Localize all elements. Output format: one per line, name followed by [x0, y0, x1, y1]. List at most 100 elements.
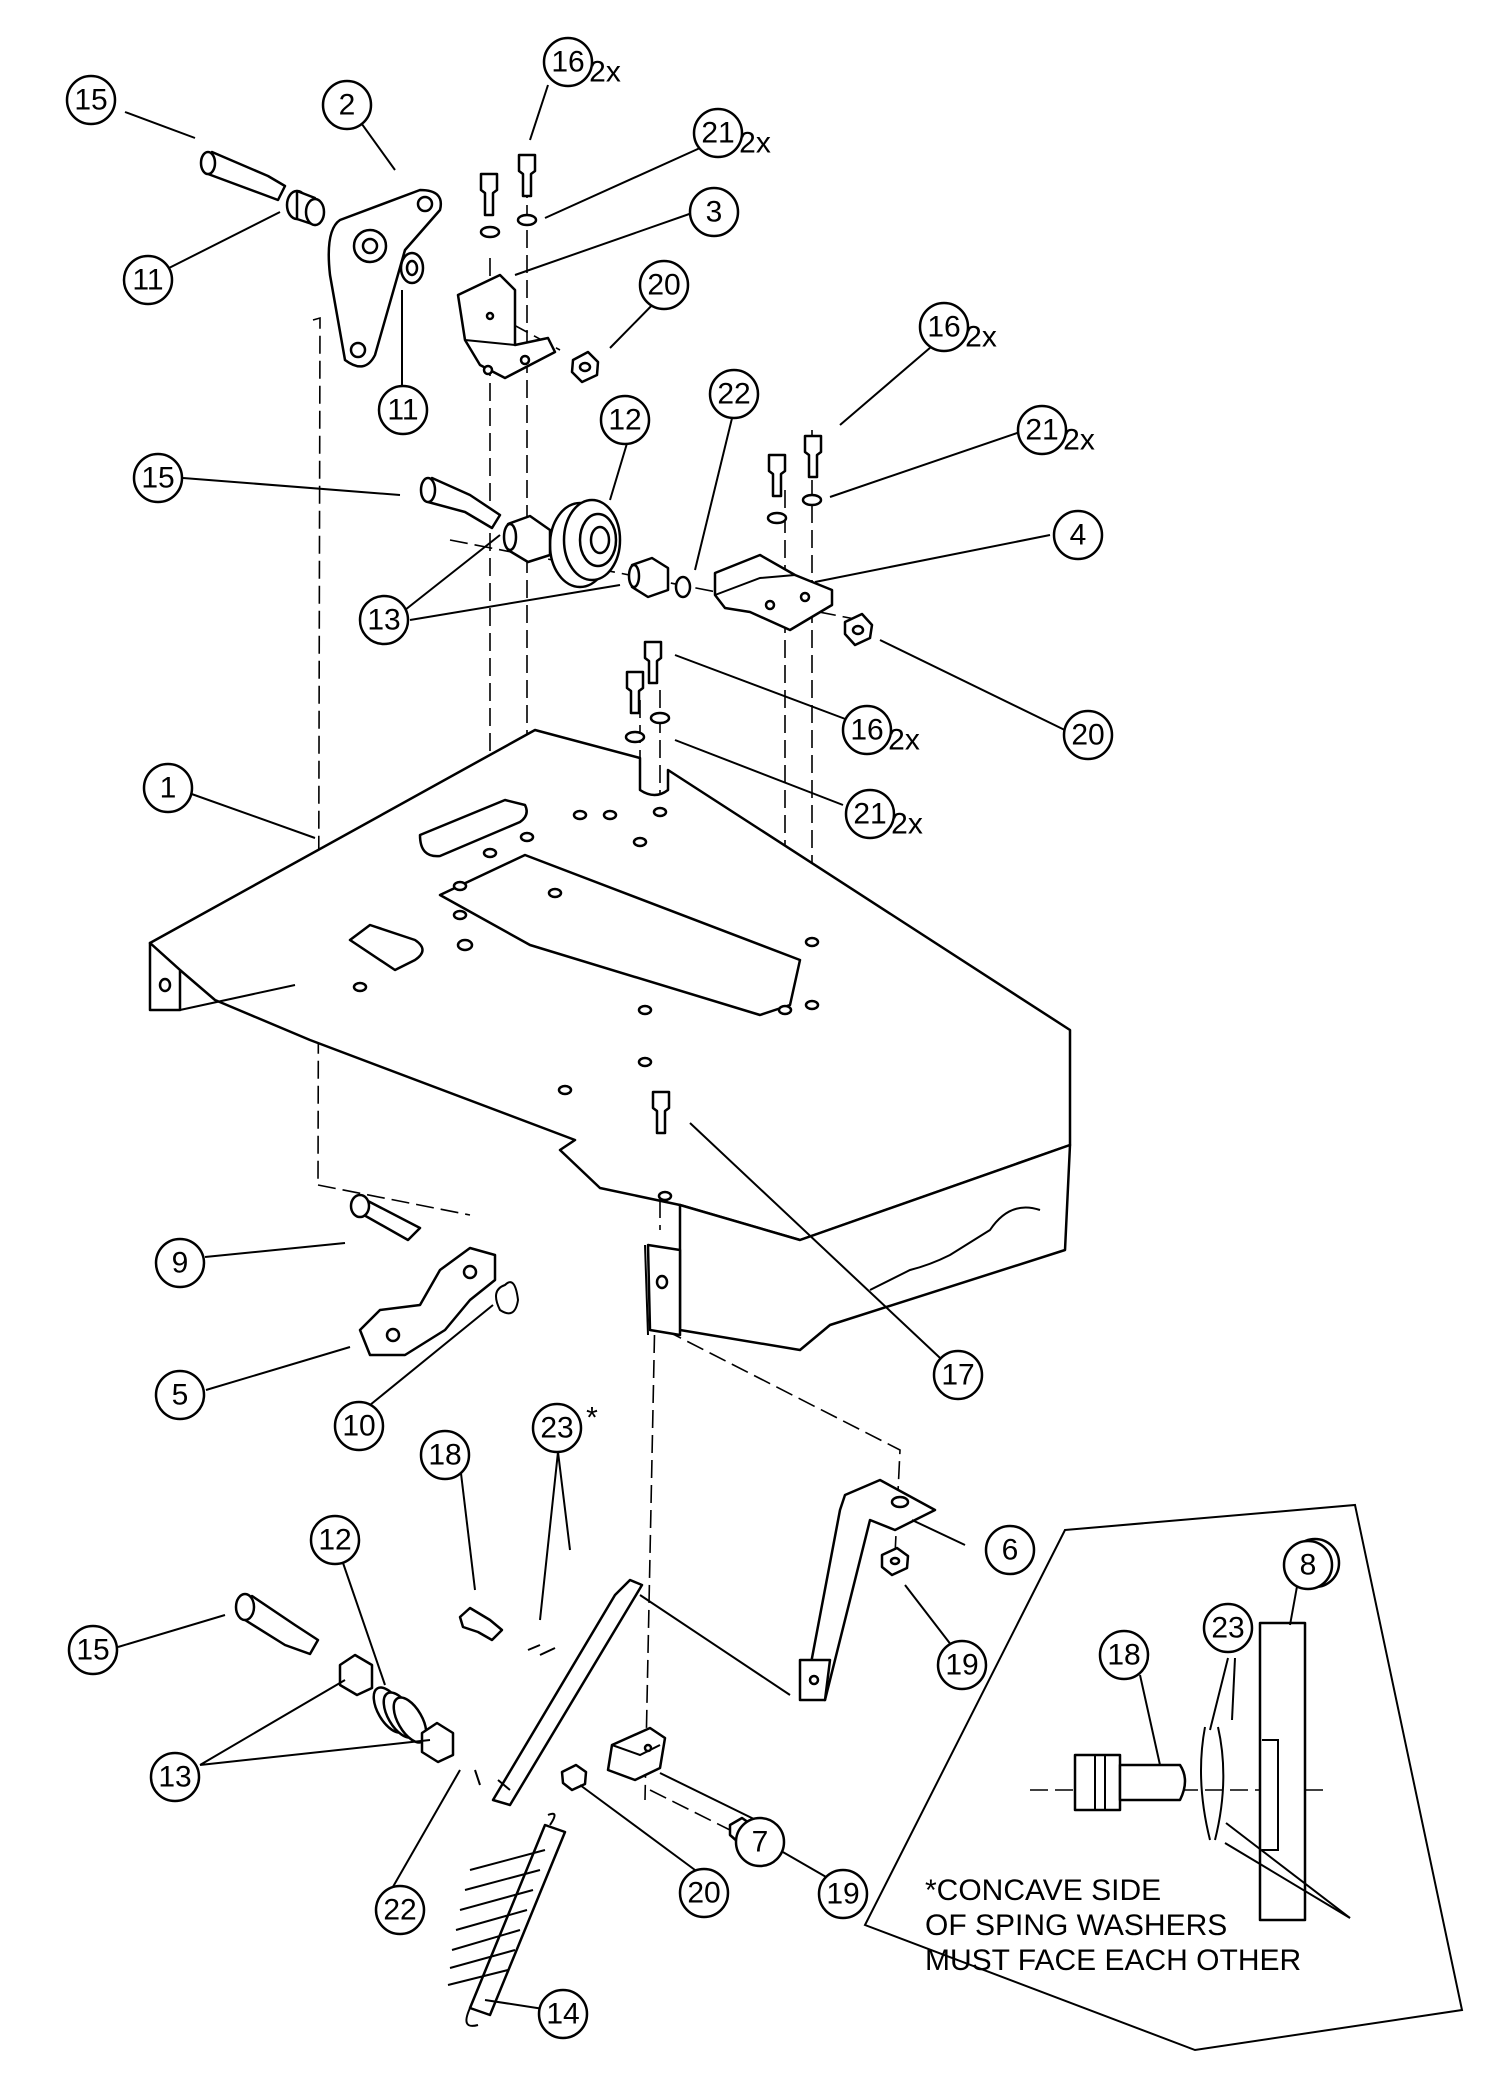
callout-number: 21 — [701, 117, 734, 150]
callout-18: 18 — [1098, 1629, 1150, 1681]
callout-11: 11 — [377, 384, 429, 436]
callout-number: 7 — [752, 1826, 769, 1859]
callout-circle — [67, 1624, 119, 1676]
callout-number: 14 — [546, 1998, 579, 2031]
callout-20: 20 — [678, 1867, 730, 1919]
callout-circle — [1052, 509, 1104, 561]
detail-bolt-part-18 — [1073, 1753, 1187, 1812]
arm-bracket-part-6 — [798, 1478, 937, 1702]
detail-spring-washers-part-23 — [1200, 1726, 1225, 1841]
callout-19: 19 — [936, 1639, 988, 1691]
callout-number: 22 — [717, 378, 750, 411]
callout-number: 4 — [1070, 519, 1087, 552]
bracket-part-4 — [713, 553, 834, 632]
callout-circle — [984, 1524, 1036, 1576]
callout-circle — [65, 74, 117, 126]
callout-3: 3 — [688, 186, 740, 238]
callout-circle — [537, 1988, 589, 2040]
spacers-part-13-upper — [502, 514, 670, 599]
callout-number: 20 — [647, 269, 680, 302]
note-line-1: *CONCAVE SIDE — [925, 1874, 1161, 1907]
callout-circle — [531, 1402, 583, 1454]
callout-circle — [377, 384, 429, 436]
callout-22: 22 — [374, 1884, 426, 1936]
callout-number: 3 — [706, 196, 723, 229]
callout-13: 13 — [149, 1751, 201, 1803]
callout-number: 20 — [1071, 719, 1104, 752]
callout-18: 18 — [419, 1429, 471, 1481]
detail-view-frame — [863, 1503, 1464, 2052]
callout-circle — [374, 1884, 426, 1936]
callout-number: 15 — [141, 462, 174, 495]
callout-9: 9 — [154, 1237, 206, 1289]
callout-number: 13 — [158, 1761, 191, 1794]
callout-12: 12 — [309, 1514, 361, 1566]
note-line-2: OF SPING WASHERS — [925, 1909, 1227, 1942]
callout-number: 12 — [608, 404, 641, 437]
washers-part-21 — [479, 213, 823, 744]
callout-number: 16 — [551, 46, 584, 79]
callout-circle — [154, 1369, 206, 1421]
callout-15: 15 — [65, 74, 117, 126]
callout-17: 17 — [932, 1349, 984, 1401]
callout-circle — [1062, 709, 1114, 761]
spacers-part-13-lower — [338, 1653, 455, 1764]
callout-quantity: 2x — [965, 321, 997, 354]
callout-number: 11 — [387, 394, 418, 427]
callout-circle — [142, 762, 194, 814]
callout-20: 20 — [1062, 709, 1114, 761]
callout-circle — [122, 254, 174, 306]
lock-nut-part-19-upper — [880, 1546, 910, 1577]
callout-quantity: 2x — [888, 724, 920, 757]
callout-quantity: 2x — [739, 127, 771, 160]
callout-circle — [358, 594, 410, 646]
pulley-part-12-upper — [548, 498, 622, 589]
callout-number: 16 — [850, 714, 883, 747]
callout-number: 18 — [1107, 1639, 1140, 1672]
hex-nut-part-20-lower — [560, 1763, 588, 1792]
tension-arm-part-8 — [491, 1578, 644, 1807]
callout-circle — [132, 452, 184, 504]
callout-6: 6 — [984, 1524, 1036, 1576]
extension-spring-part-14 — [447, 1812, 567, 2027]
callout-number: 6 — [1002, 1534, 1019, 1567]
callout-15: 15 — [132, 452, 184, 504]
spring-washers-part-23-lower — [527, 1644, 556, 1656]
bracket-part-3 — [456, 273, 557, 380]
callout-23: 23* — [531, 1402, 598, 1454]
callout-number: 12 — [318, 1524, 351, 1557]
callout-number: 17 — [941, 1359, 974, 1392]
callout-number: 22 — [383, 1894, 416, 1927]
callout-1: 1 — [142, 762, 194, 814]
callout-number: 21 — [853, 798, 886, 831]
callout-number: 10 — [342, 1410, 375, 1443]
callout-circle — [1282, 1539, 1334, 1591]
callout-number: 19 — [945, 1649, 978, 1682]
callout-14: 14 — [537, 1988, 589, 2040]
callout-7: 7 — [734, 1816, 786, 1868]
callout-number: 20 — [687, 1877, 720, 1910]
leader-lines — [117, 84, 1351, 2011]
callout-circle — [936, 1639, 988, 1691]
base-plate-holes — [158, 806, 820, 1290]
callout-circle — [692, 107, 744, 159]
bushing-part-11-lower — [399, 251, 425, 285]
callout-circle — [1202, 1602, 1254, 1654]
callout-number: 15 — [74, 84, 107, 117]
callout-number: 13 — [367, 604, 400, 637]
small-bracket-part-7 — [606, 1726, 667, 1782]
callout-number: 21 — [1025, 414, 1058, 447]
callout-circle — [638, 259, 690, 311]
callout-5: 5 — [154, 1369, 206, 1421]
callout-quantity: * — [586, 1402, 598, 1435]
callout-circle — [333, 1400, 385, 1452]
callout-number: 15 — [76, 1634, 109, 1667]
callout-number: 2 — [339, 89, 356, 122]
callout-circle — [599, 394, 651, 446]
detail-tension-arm-part-8 — [1258, 1621, 1307, 1922]
callout-circle — [149, 1751, 201, 1803]
